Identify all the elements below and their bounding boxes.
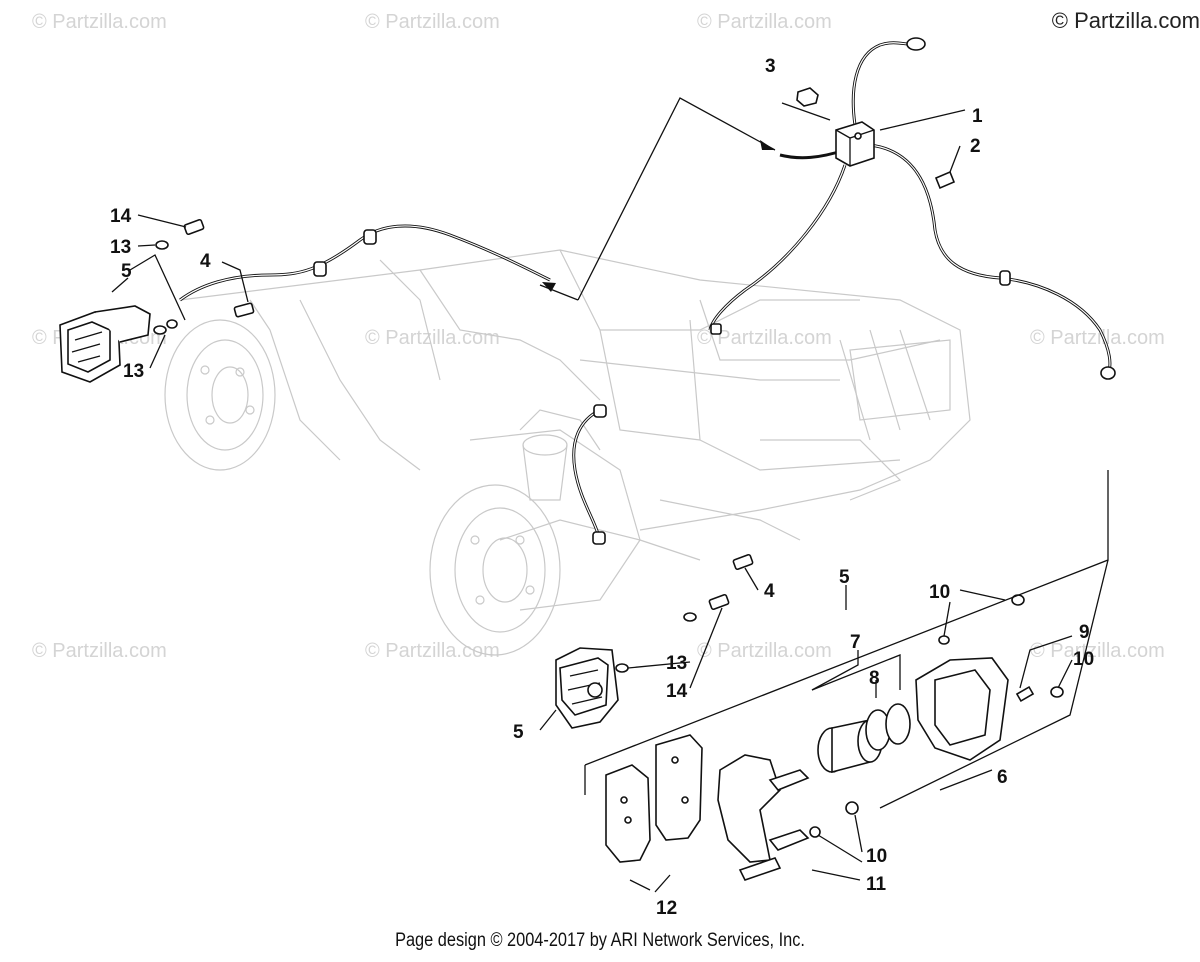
brake-pad [655,734,703,841]
brake-pad [605,764,651,863]
callout-8: 8 [869,668,880,689]
watermark-text: © Partzilla.com [365,640,500,662]
callout-2: 2 [970,136,981,157]
bolt [183,218,205,236]
callout-9: 9 [1079,622,1090,643]
slide-pin [738,857,782,881]
caliper-bracket [717,754,781,863]
hose-grommet [363,229,377,245]
vehicle-frame-outline [164,249,971,656]
callout-5: 5 [513,722,524,743]
hose-eyelet [906,37,926,51]
washer [153,325,167,335]
bolt [233,302,255,318]
watermark-text: © Partzilla.com [32,11,167,33]
watermark-text: © Partzilla.com [697,11,832,33]
callout-11: 11 [866,874,887,895]
callout-4: 4 [200,251,211,272]
bolt [732,553,754,571]
washer [683,612,697,622]
watermark-text: © Partzilla.com [697,327,832,349]
copyright-watermark: © Partzilla.com [1051,8,1200,33]
callout-1: 1 [972,106,983,127]
callout-5: 5 [121,261,132,282]
junction-block [835,121,875,167]
washer [166,319,178,329]
left-caliper [59,218,255,383]
bolt [708,593,730,611]
leader-lines [111,102,1073,893]
watermark-group: © Partzilla.com © Partzilla.com © Partzi… [32,11,1165,662]
callout-6: 6 [997,767,1008,788]
screw [934,170,956,190]
callout-3: 3 [765,56,776,77]
callout-14: 14 [666,681,688,702]
callout-13: 13 [110,237,131,258]
callout-5: 5 [839,567,850,588]
page-footer: Page design © 2004-2017 by ARI Network S… [395,930,805,951]
hose-grommet [999,270,1011,286]
callout-4: 4 [764,581,775,602]
callout-13: 13 [666,653,687,674]
callout-14: 14 [110,206,132,227]
caliper-exploded-parts [584,470,1109,881]
o-ring [809,826,821,838]
callout-numbers: 1 2 3 4 4 5 5 5 6 7 8 9 10 10 10 11 12 1… [110,56,1094,919]
watermark-text: © Partzilla.com [697,640,832,662]
hose-grommet [710,323,722,335]
brake-hose-assembly [179,37,1116,545]
watermark-text: © Partzilla.com [1030,640,1165,662]
hose-grommet [593,404,607,418]
watermark-text: © Partzilla.com [1030,327,1165,349]
callout-10: 10 [866,846,887,867]
callout-10: 10 [929,582,950,603]
callout-10: 10 [1073,649,1094,670]
right-caliper [555,553,754,729]
seal [885,703,911,745]
callout-12: 12 [656,898,677,919]
hose-grommet [592,531,606,545]
watermark-text: © Partzilla.com [365,327,500,349]
watermark-text: © Partzilla.com [32,640,167,662]
nut [796,87,819,107]
o-ring [938,635,950,645]
hose-grommet [313,261,327,277]
washer [615,663,629,673]
washer [155,240,169,250]
callout-13: 13 [123,361,144,382]
o-ring [845,801,859,815]
hose-eyelet [1100,366,1116,380]
watermark-text: © Partzilla.com [365,11,500,33]
bleeder-valve [1015,685,1035,703]
callout-7: 7 [850,632,861,653]
o-ring [1050,686,1064,698]
